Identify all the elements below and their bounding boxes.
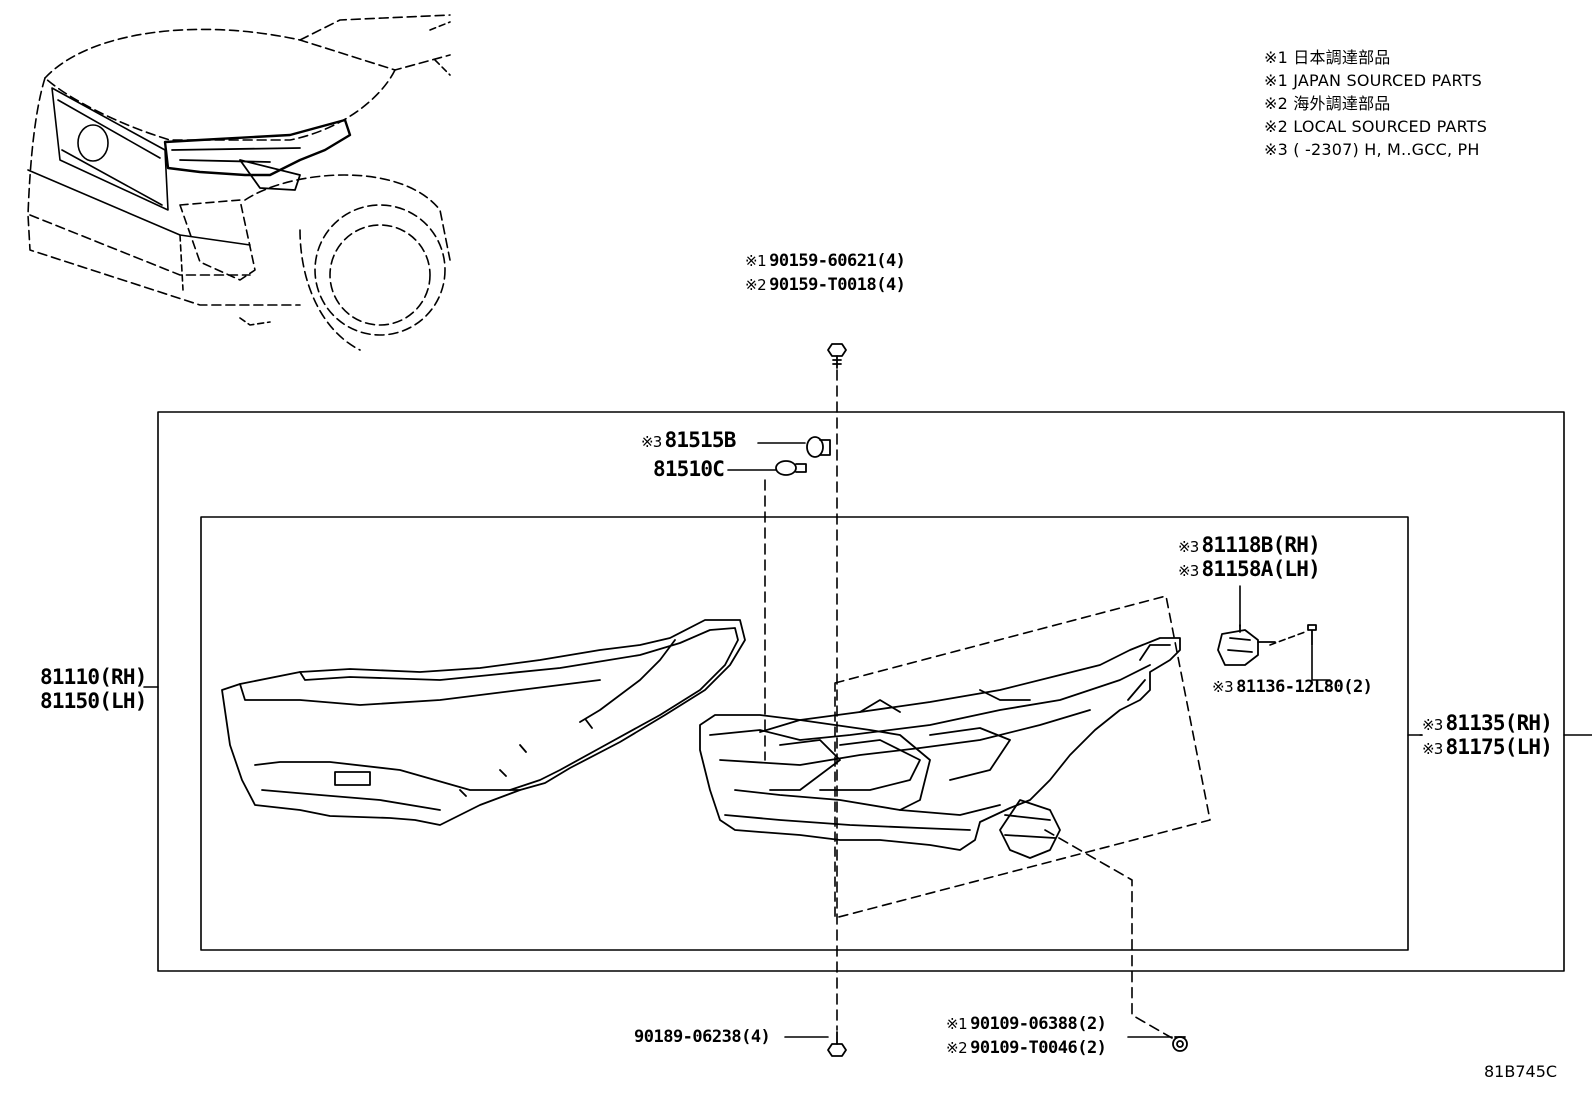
label-mark: ※1 [745,252,767,270]
housing-outline-dashed [834,595,1211,919]
label-mark: ※1 [946,1015,968,1033]
bulb-illustration [775,460,807,476]
note-4: ※2 LOCAL SOURCED PARTS [1264,117,1488,136]
label-code: 81110(RH) [40,665,147,689]
label-mark: ※3 [1422,716,1443,734]
label-mark: ※3 [1178,562,1199,580]
top-screw-icon [827,343,847,369]
label-screw-bottom[interactable]: 90189-06238(4) [634,1027,771,1047]
note-5: ※3 ( -2307) H, M..GCC, PH [1264,140,1480,159]
label-code: 81515B [664,428,737,452]
label-mark: ※3 [1212,678,1234,696]
label-code: 81136-12L80(2) [1236,677,1373,697]
note-2: ※1 JAPAN SOURCED PARTS [1264,71,1483,90]
label-code: 81510C [653,457,725,481]
label-lamp-rh[interactable]: 81110(RH) [40,665,147,689]
label-mark: ※3 [641,433,662,451]
label-code: 81135(RH) [1445,711,1553,735]
label-code: 90159-60621(4) [769,251,906,271]
label-code: 81150(LH) [40,689,147,713]
socket-illustration [806,436,831,458]
note-1: ※1 日本調達部品 [1264,48,1391,67]
note-3: ※2 海外調達部品 [1264,94,1391,113]
unit-illustration [1217,624,1276,666]
unit-screw-icon [1307,624,1317,646]
lens-cover-illustration [221,619,746,826]
label-code: 90159-T0018(4) [769,275,906,295]
label-code: 81158A(LH) [1201,557,1321,581]
label-code: 81118B(RH) [1201,533,1321,557]
label-lamp-lh[interactable]: 81150(LH) [40,689,147,713]
drawing-code: 81B745C [1484,1062,1558,1081]
label-mark: ※3 [1178,538,1199,556]
vehicle-inset-illustration [27,14,451,351]
label-code: 90189-06238(4) [634,1027,771,1047]
label-code: 81175(LH) [1445,735,1553,759]
label-code: 90109-T0046(2) [970,1038,1107,1058]
inner-assembly-box [200,516,1409,951]
outer-assembly-box [157,411,1565,972]
headlamp-housing-illustration [699,637,1181,859]
unit-screw-dashed-line [1269,631,1306,646]
label-mark: ※3 [1422,740,1443,758]
label-code: 90109-06388(2) [970,1014,1107,1034]
label-bulb[interactable]: 81510C [653,457,725,481]
bottom-screw-icon [827,1031,847,1057]
label-mark: ※2 [946,1039,968,1057]
label-mark: ※2 [745,276,767,294]
nut-dashed-line [1044,829,1173,1039]
unit-screw-leader [1311,645,1331,681]
nut-icon [1172,1036,1188,1052]
